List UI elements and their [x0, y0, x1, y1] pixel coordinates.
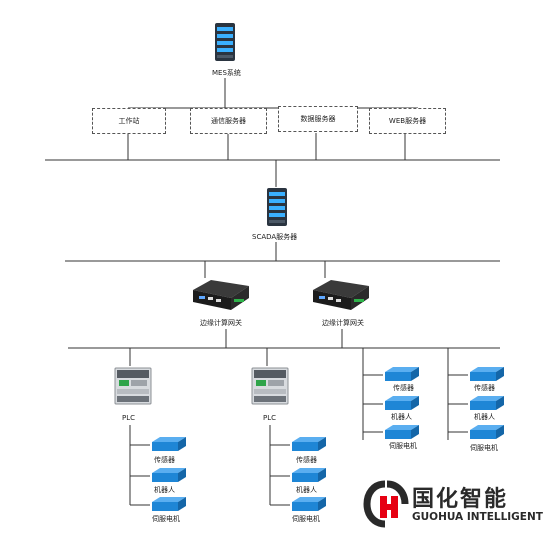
workstation-label: 工作站	[118, 117, 140, 125]
sensor-icon	[292, 437, 326, 451]
data-server-label: 数据服务器	[300, 115, 336, 123]
web-server-box: WEB服务器	[369, 108, 446, 134]
guohua-logo-icon	[363, 480, 409, 528]
plc-1-label: PLC	[122, 414, 136, 422]
web-server-label: WEB服务器	[388, 117, 427, 125]
comm-server-box: 通信服务器	[190, 108, 267, 134]
servo-motor-icon	[292, 497, 326, 511]
edge-gateway-2-icon	[313, 280, 369, 310]
edge-gateway-1-icon	[193, 280, 249, 310]
plc-2-icon	[251, 367, 289, 405]
robot-icon	[152, 468, 186, 482]
logo-name-en: GUOHUA INTELLIGENT	[412, 511, 543, 523]
plc1-sensor-label: 传感器	[154, 456, 175, 464]
plc-1-icon	[114, 367, 152, 405]
edge-gateway-1-label: 边缘计算网关	[200, 319, 242, 327]
plc1-servo-label: 伺服电机	[152, 515, 180, 523]
group2-servo-label: 伺服电机	[470, 444, 498, 452]
servo-motor-icon	[385, 425, 419, 439]
sensor-icon	[385, 367, 419, 381]
servo-motor-icon	[470, 425, 504, 439]
group1-servo-label: 伺服电机	[389, 442, 417, 450]
mes-server-icon	[215, 23, 235, 61]
plc2-servo-label: 伺服电机	[292, 515, 320, 523]
robot-icon	[470, 396, 504, 410]
edge-gateway-2-label: 边缘计算网关	[322, 319, 364, 327]
scada-server-icon	[267, 188, 287, 226]
plc2-robot-label: 机器人	[296, 486, 317, 494]
data-server-box: 数据服务器	[278, 106, 358, 132]
group1-sensor-label: 传感器	[393, 384, 414, 392]
workstation-box: 工作站	[92, 108, 166, 134]
group2-robot-label: 机器人	[474, 413, 495, 421]
robot-icon	[385, 396, 419, 410]
sensor-icon	[470, 367, 504, 381]
plc-2-label: PLC	[263, 414, 277, 422]
sensor-icon	[152, 437, 186, 451]
plc2-sensor-label: 传感器	[296, 456, 317, 464]
logo-name-cn: 国化智能	[412, 487, 509, 512]
comm-server-label: 通信服务器	[211, 117, 246, 125]
robot-icon	[292, 468, 326, 482]
mes-label: MES系统	[212, 69, 241, 77]
group2-sensor-label: 传感器	[474, 384, 495, 392]
plc1-robot-label: 机器人	[154, 486, 175, 494]
group1-robot-label: 机器人	[391, 413, 412, 421]
scada-label: SCADA服务器	[252, 233, 298, 241]
servo-motor-icon	[152, 497, 186, 511]
